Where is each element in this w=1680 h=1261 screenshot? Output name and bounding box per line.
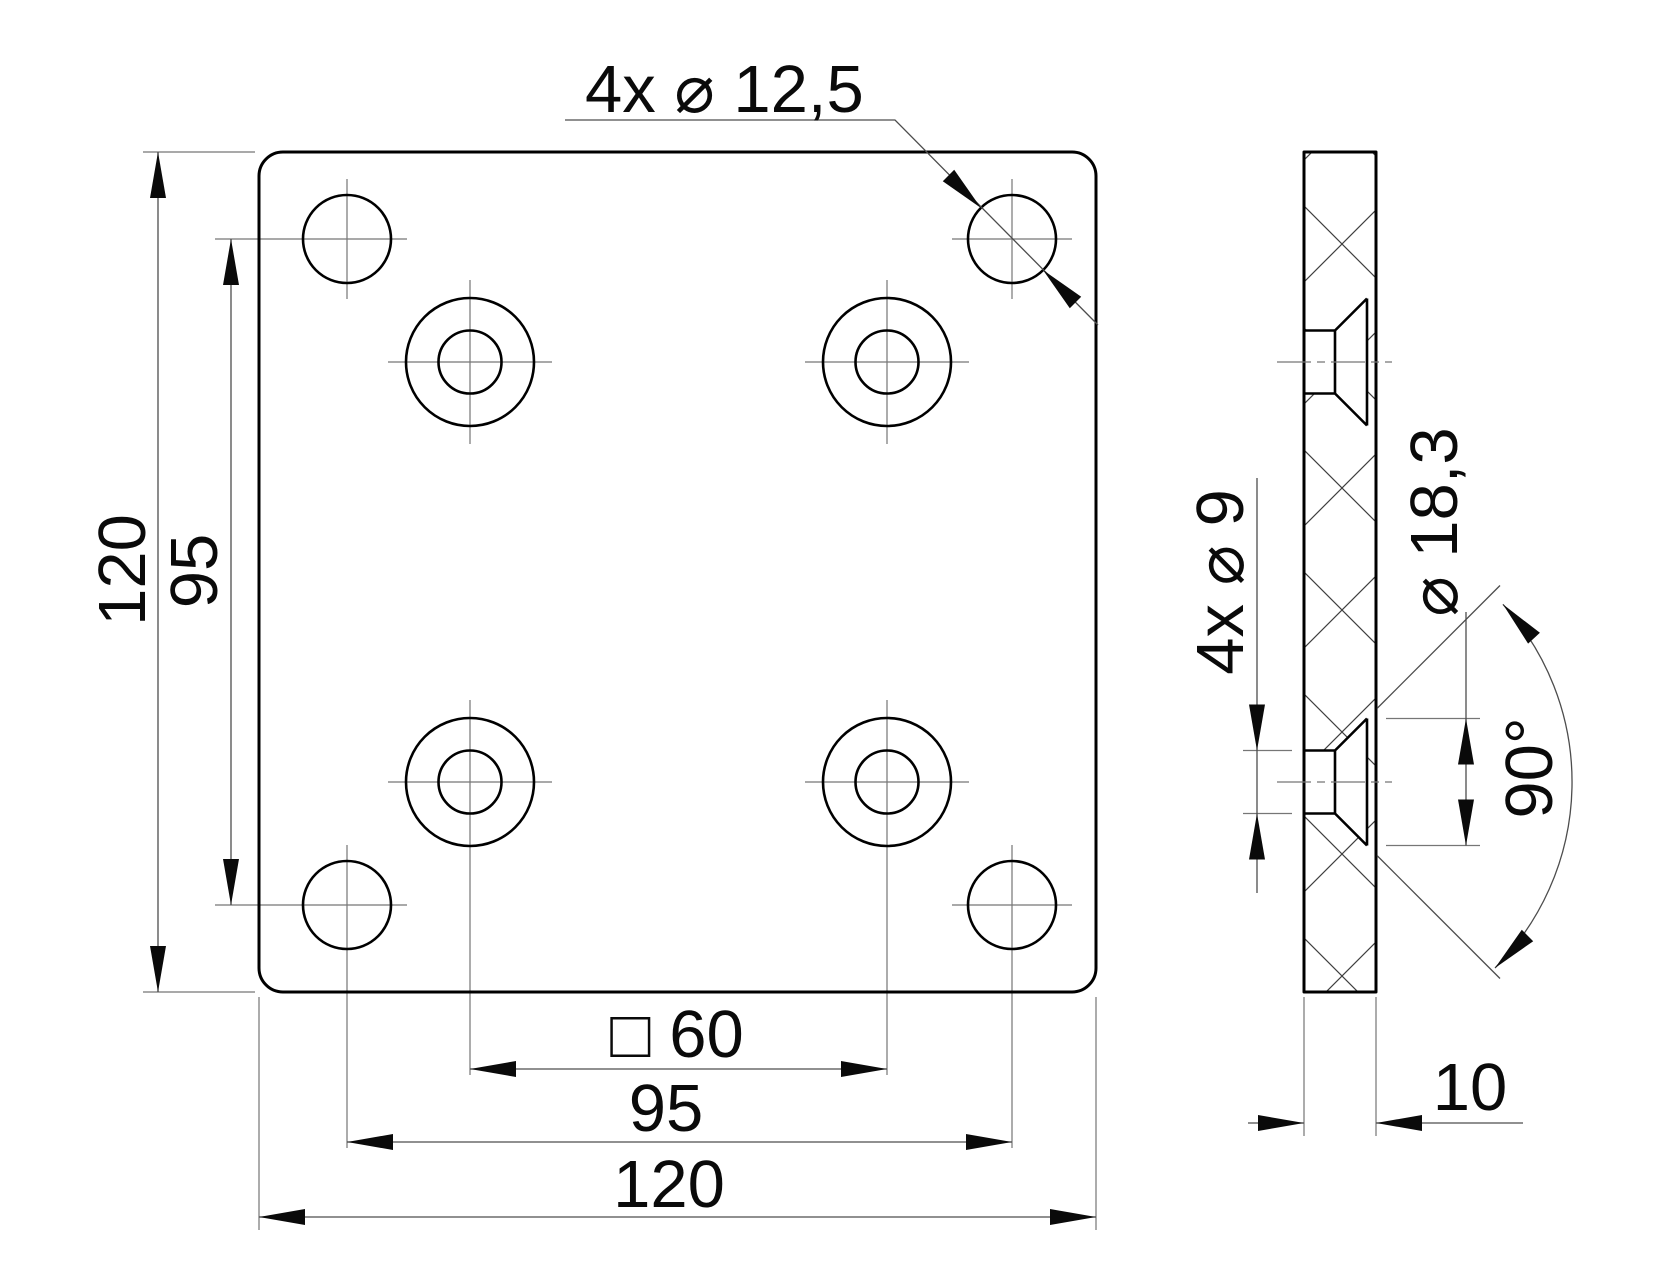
csk-hole-inner (437, 329, 503, 395)
corner-hole (966, 193, 1058, 285)
csk-hole-inner (854, 329, 920, 395)
dim-height-overall: 120 (85, 152, 166, 992)
side-view-centerlines (1277, 361, 1392, 783)
plate-section-outline (1302, 150, 1378, 994)
dim-bore-diameter: 4x ⌀ 9 (1183, 478, 1292, 893)
corner-holes (301, 193, 1058, 951)
leader-corner-holes: 4x ⌀ 12,5 (565, 52, 1099, 326)
dim-label-width-overall: 120 (613, 1147, 725, 1222)
dim-label-csk-angle: 90° (1492, 717, 1567, 818)
dim-thickness: 10 (1248, 997, 1523, 1136)
dim-label-bore-diameter: 4x ⌀ 9 (1183, 489, 1258, 675)
csk-hole-outer (404, 296, 536, 428)
csk-profile-lower (1304, 717, 1369, 847)
corner-hole (966, 859, 1058, 951)
csk-hole-inner (437, 749, 503, 815)
leader-label-corner-holes: 4x ⌀ 12,5 (585, 52, 864, 127)
plate-outline (257, 150, 1098, 994)
dim-label-width-hole-spacing: 95 (629, 1071, 704, 1146)
csk-hole-outer (821, 716, 953, 848)
dim-height-hole-spacing: 95 (157, 239, 239, 905)
dim-label-height-overall: 120 (85, 514, 160, 626)
dim-label-width-csk-spacing: □ 60 (610, 997, 744, 1072)
dim-label-height-hole-spacing: 95 (157, 534, 232, 609)
front-view: 120 95 □ 60 95 120 (85, 52, 1099, 1230)
dim-csk-angle: 90° (1376, 585, 1573, 979)
corner-hole (301, 193, 393, 285)
csk-hole-outer (821, 296, 953, 428)
dim-label-thickness: 10 (1433, 1050, 1508, 1125)
dim-width-overall: 120 (259, 1147, 1096, 1225)
dim-label-csk-diameter: ⌀ 18,3 (1397, 427, 1472, 616)
dim-width-csk-spacing: □ 60 (470, 997, 887, 1077)
countersunk-holes (404, 296, 953, 848)
side-view: 4x ⌀ 9 ⌀ 18,3 90° 10 (1183, 150, 1573, 1136)
section-hatch (1304, 152, 1376, 992)
csk-hole-inner (854, 749, 920, 815)
dim-csk-diameter: ⌀ 18,3 (1386, 427, 1480, 847)
corner-hole (301, 859, 393, 951)
front-view-centerlines (215, 179, 1072, 1148)
front-view-extension-lines (143, 151, 1097, 1230)
csk-profile-upper (1304, 297, 1369, 427)
dim-width-hole-spacing: 95 (347, 1071, 1012, 1150)
csk-hole-outer (404, 716, 536, 848)
